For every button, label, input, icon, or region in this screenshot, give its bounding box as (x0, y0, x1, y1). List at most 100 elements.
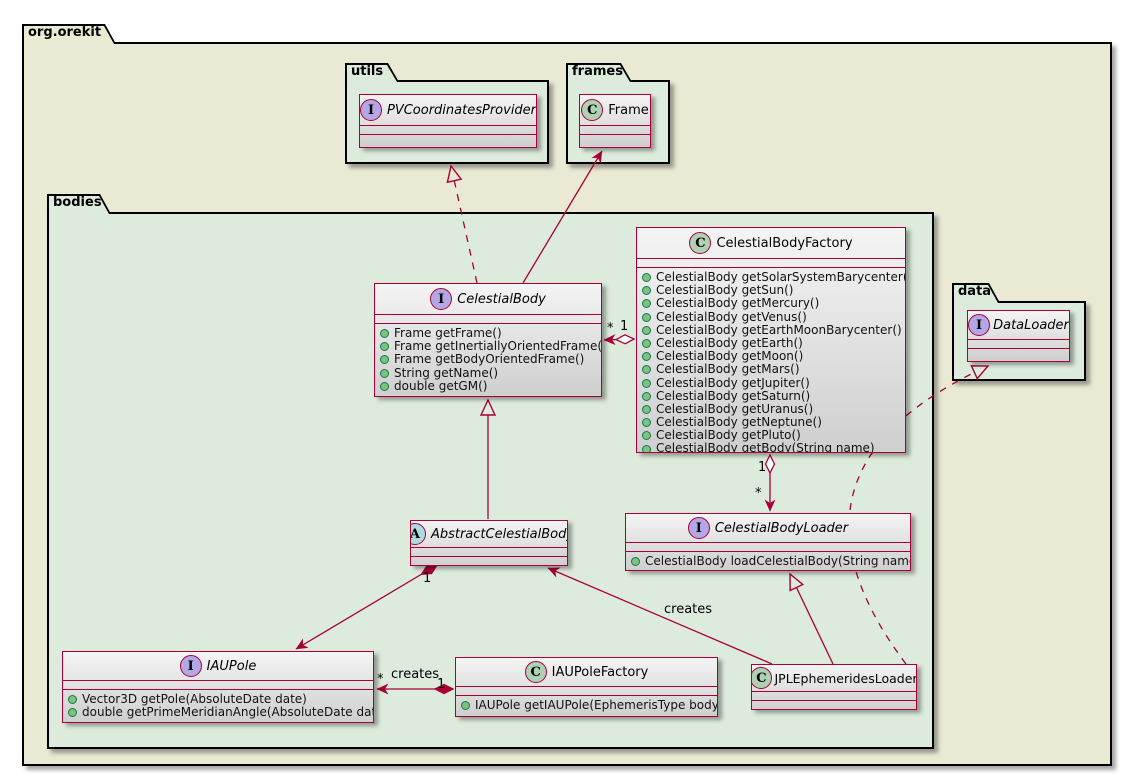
package-tab-fill (347, 65, 397, 82)
methods-compartment (580, 135, 650, 147)
multiplicity-label: * (377, 672, 384, 687)
class-celestial-body-factory: C CelestialBodyFactory CelestialBody get… (636, 227, 906, 453)
class-iau-pole: I IAUPole Vector3D getPole(AbsoluteDate … (62, 651, 374, 723)
method-label: CelestialBody getUranus() (656, 401, 814, 416)
method-label: CelestialBody getEarthMoonBarycenter() (656, 322, 902, 337)
interface-icon: I (687, 517, 710, 539)
public-method-icon (642, 444, 651, 452)
method-label: CelestialBody getPluto() (656, 428, 801, 443)
fields-compartment (375, 314, 601, 324)
method-label: CelestialBody getVenus() (656, 309, 807, 324)
method: CelestialBody getUranus() (642, 401, 899, 416)
method-label: CelestialBody loadCelestialBody(String n… (645, 554, 911, 568)
class-title: I CelestialBodyLoader (626, 514, 910, 542)
method-label: CelestialBody getMoon() (656, 349, 804, 364)
class-title: I PVCoordinatesProvider (360, 95, 536, 125)
package-tab-org-orekit: org.orekit (22, 24, 116, 44)
method: CelestialBody getMars() (642, 363, 899, 376)
public-method-icon (642, 378, 651, 388)
edge-label-creates: creates (664, 602, 713, 617)
public-method-icon (642, 391, 651, 401)
abstract-class-icon: A (411, 523, 426, 545)
class-name: IAUPoleFactory (551, 664, 649, 680)
class-name: CelestialBodyFactory (716, 235, 853, 251)
method: Frame getFrame() (380, 326, 595, 340)
class-name: JPLEphemeridesLoader (774, 670, 917, 686)
method: double getPrimeMeridianAngle(AbsoluteDat… (68, 705, 373, 719)
public-method-icon (380, 329, 389, 339)
class-abstract-celestial-body: A AbstractCelestialBody (410, 520, 568, 566)
fields-compartment (968, 339, 1069, 349)
methods-compartment: CelestialBody getSolarSystemBarycenter()… (637, 268, 905, 453)
method: CelestialBody loadCelestialBody(String n… (631, 554, 910, 568)
method: CelestialBody getPluto() (642, 429, 899, 442)
method-label: CelestialBody getSun() (656, 283, 794, 298)
package-tab-fill (24, 26, 114, 44)
method-label: CelestialBody getBody(String name) (656, 441, 875, 453)
methods-compartment: Frame getFrame() Frame getInertiallyOrie… (375, 324, 601, 396)
method-label: CelestialBody getMercury() (656, 296, 820, 311)
method: CelestialBody getSun() (642, 283, 899, 298)
class-name: CelestialBodyLoader (714, 520, 849, 536)
public-method-icon (380, 368, 389, 378)
method: CelestialBody getEarth() (642, 336, 899, 350)
methods-compartment (411, 557, 567, 565)
class-title: I DataLoader (968, 311, 1069, 339)
method: CelestialBody getVenus() (642, 309, 899, 324)
class-name: IAUPole (206, 658, 257, 674)
method: String getName() (380, 366, 595, 380)
interface-icon: I (430, 288, 453, 310)
class-frame: C Frame (579, 94, 651, 148)
method: CelestialBody getSolarSystemBarycenter() (642, 270, 905, 284)
class-title: C JPLEphemeridesLoader (752, 665, 916, 691)
package-tab-frames: frames (566, 63, 632, 82)
methods-compartment (752, 701, 916, 709)
public-method-icon (642, 431, 651, 441)
method: Vector3D getPole(AbsoluteDate date) (68, 692, 367, 706)
class-data-loader: I DataLoader (967, 310, 1070, 362)
method: CelestialBody getMoon() (642, 349, 899, 364)
edge-label-creates: creates (391, 667, 440, 682)
public-method-icon (642, 273, 651, 283)
method: CelestialBody getNeptune() (642, 415, 899, 429)
class-icon: C (689, 232, 712, 254)
method: CelestialBody getJupiter() (642, 375, 899, 390)
class-icon: C (524, 661, 547, 683)
method: CelestialBody getSaturn() (642, 388, 899, 403)
package-label: data (958, 284, 992, 299)
package-tab-utils: utils (345, 63, 399, 82)
fields-compartment (626, 542, 910, 552)
methods-compartment: Vector3D getPole(AbsoluteDate date) doub… (63, 690, 373, 722)
class-name: AbstractCelestialBody (430, 526, 568, 542)
interface-icon: I (360, 99, 382, 121)
class-title: C CelestialBodyFactory (637, 228, 905, 258)
class-name: Frame (608, 102, 649, 118)
fields-compartment (411, 547, 567, 557)
method: IAUPole getIAUPole(EphemerisType body) (461, 698, 717, 712)
method-label: CelestialBody getSaturn() (656, 388, 811, 403)
methods-compartment: IAUPole getIAUPole(EphemerisType body) (456, 696, 717, 716)
public-method-icon (642, 299, 651, 309)
method: Frame getBodyOrientedFrame() (380, 353, 595, 366)
method-label: CelestialBody getSolarSystemBarycenter() (656, 270, 906, 284)
package-tab-data: data (952, 283, 1000, 303)
method: CelestialBody getEarthMoonBarycenter() (642, 322, 902, 337)
public-method-icon (461, 701, 470, 711)
class-pv-coordinates-provider: I PVCoordinatesProvider (359, 94, 537, 148)
package-label: utils (351, 64, 384, 79)
public-method-icon (642, 404, 651, 414)
method-label: double getGM() (394, 378, 488, 393)
package-tab-fill (954, 285, 998, 303)
class-celestial-body: I CelestialBody Frame getFrame() Frame g… (374, 283, 602, 397)
fields-compartment (580, 125, 650, 135)
class-title: C Frame (580, 95, 650, 125)
package-tab-fill (568, 65, 630, 82)
class-iau-pole-factory: C IAUPoleFactory IAUPole getIAUPole(Ephe… (455, 657, 718, 717)
public-method-icon (380, 381, 389, 391)
public-method-icon (642, 339, 651, 349)
public-method-icon (642, 325, 651, 335)
method-label: CelestialBody getMars() (656, 362, 800, 377)
method-label: CelestialBody getJupiter() (656, 375, 810, 390)
public-method-icon (68, 708, 77, 718)
multiplicity-label: * (607, 321, 614, 336)
